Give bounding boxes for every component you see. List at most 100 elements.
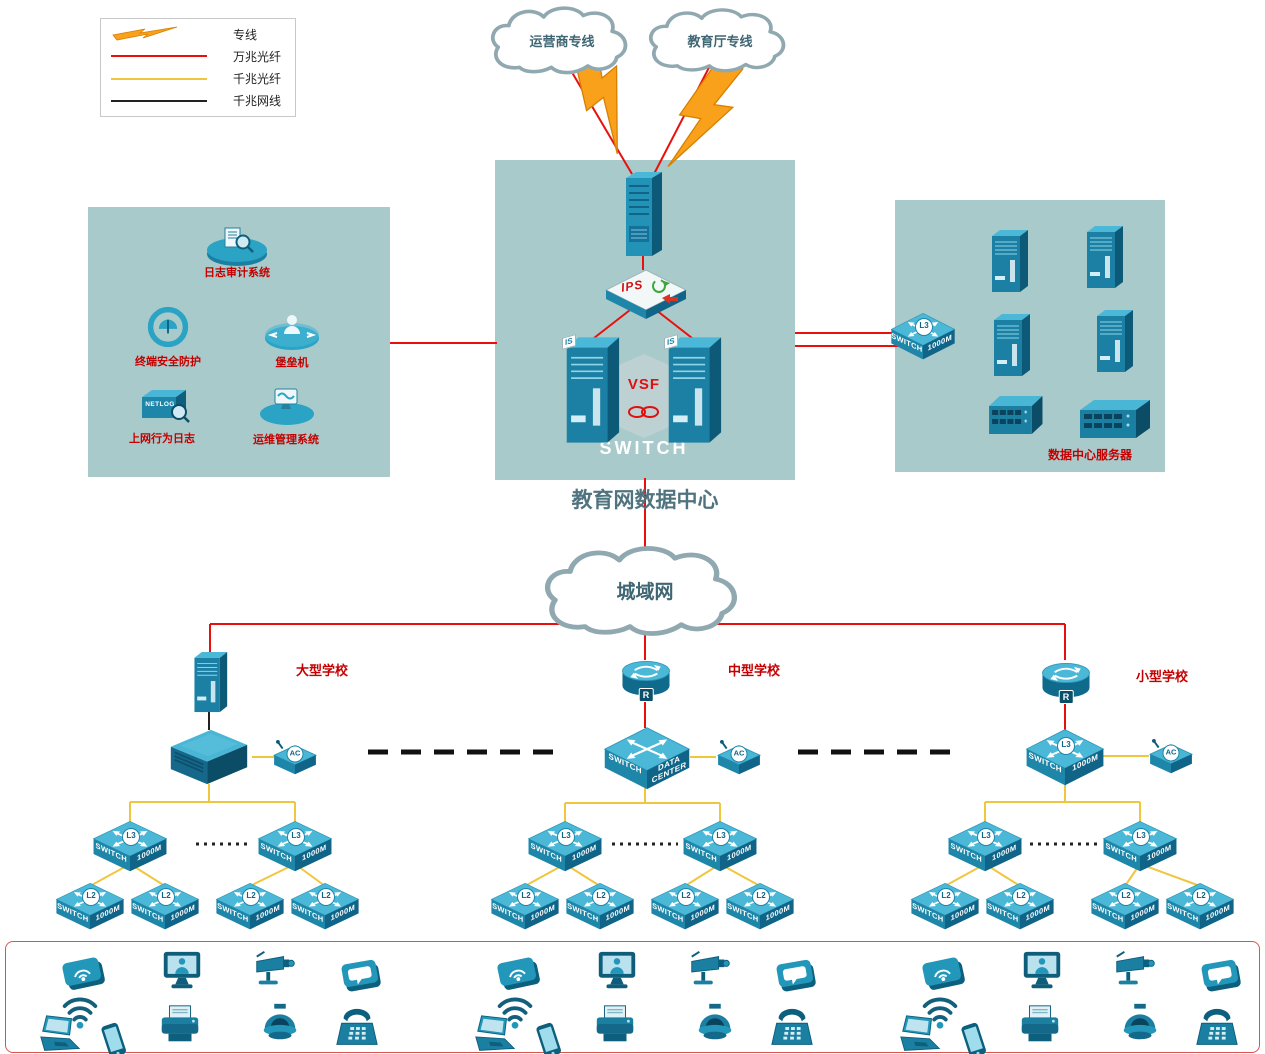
legend-label: 专线: [233, 27, 258, 42]
legend-label: 千兆网线: [233, 94, 282, 109]
l2-badge: L2: [1012, 888, 1030, 907]
l2-badge: L2: [752, 888, 770, 907]
firewall-device[interactable]: [618, 170, 666, 258]
router-badge: R: [638, 688, 654, 702]
log-audit-icon[interactable]: [205, 222, 269, 268]
core-server-left[interactable]: [558, 334, 622, 446]
school-core-switch[interactable]: L3 SWITCH 1000M: [1025, 728, 1105, 786]
legend-label: 千兆光纤: [233, 72, 282, 87]
school-server[interactable]: [189, 650, 229, 714]
laptop-icon[interactable]: [471, 1012, 519, 1054]
datacenter-server[interactable]: [1081, 224, 1125, 290]
wireless-controller[interactable]: AC: [716, 740, 762, 778]
telephone-icon[interactable]: [1193, 1006, 1241, 1052]
school-core-switch[interactable]: SWITCH DATA CENTER: [603, 726, 691, 790]
dome-camera-icon[interactable]: [1116, 1000, 1164, 1046]
carrier-cloud[interactable]: 运营商专线: [486, 4, 638, 76]
desktop-monitor-icon[interactable]: [593, 948, 641, 994]
l2-badge: L2: [1192, 888, 1210, 907]
carrier-cloud-label: 运营商专线: [529, 33, 595, 49]
smartphone-icon[interactable]: [525, 1018, 573, 1054]
legend-label: 万兆光纤: [233, 49, 282, 64]
laptop-icon[interactable]: [896, 1012, 944, 1054]
telephone-icon[interactable]: [333, 1006, 381, 1052]
cctv-camera-icon[interactable]: [1110, 948, 1158, 994]
red-line-sample: [111, 55, 211, 58]
dome-camera-icon[interactable]: [691, 1000, 739, 1046]
ops-management-icon[interactable]: [258, 384, 316, 426]
ips-device[interactable]: IPS: [604, 268, 688, 320]
l3-badge: L3: [712, 827, 730, 846]
core-server-right[interactable]: [660, 334, 724, 446]
endpoint-security-icon[interactable]: [146, 305, 190, 349]
bastion-host-label: 堡垒机: [275, 357, 309, 369]
l2-badge: L2: [1117, 888, 1135, 907]
ac-badge: AC: [1162, 744, 1180, 762]
wireless-controller[interactable]: AC: [272, 740, 318, 778]
l2-badge: L2: [157, 888, 175, 907]
printer-icon[interactable]: [156, 1002, 204, 1048]
l2-badge: L2: [937, 888, 955, 907]
school-core-chassis[interactable]: [167, 728, 251, 786]
log-audit-label: 日志审计系统: [204, 267, 270, 279]
lightning-icon: [111, 25, 211, 43]
ac-badge: AC: [286, 745, 304, 763]
bastion-host-icon[interactable]: [262, 308, 322, 352]
datacenter-server[interactable]: [986, 228, 1030, 294]
l2-badge: L2: [82, 888, 100, 907]
vsf-label: VSF: [627, 376, 661, 393]
chat-device-icon[interactable]: [773, 952, 821, 998]
rack-device[interactable]: [1076, 396, 1152, 440]
printer-icon[interactable]: [1016, 1002, 1064, 1048]
netlog-icon[interactable]: NETLOG: [134, 385, 190, 425]
legend-row: 千兆网线: [111, 91, 285, 111]
desktop-monitor-icon[interactable]: [1018, 948, 1066, 994]
telephone-icon[interactable]: [768, 1006, 816, 1052]
endpoint-security-label: 终端安全防护: [135, 356, 201, 368]
datacenter-server[interactable]: [988, 312, 1032, 378]
dome-camera-icon[interactable]: [256, 1000, 304, 1046]
chat-device-icon[interactable]: [338, 952, 386, 998]
yellow-line-sample: [111, 77, 211, 80]
man-cloud-label: 城域网: [616, 582, 674, 603]
laptop-icon[interactable]: [36, 1012, 84, 1054]
router-badge: R: [1058, 690, 1074, 704]
man-cloud[interactable]: 城域网: [538, 543, 752, 638]
school-router[interactable]: R: [619, 656, 673, 702]
cctv-camera-icon[interactable]: [250, 948, 298, 994]
school-label-large: 大型学校: [295, 663, 348, 678]
smartphone-icon[interactable]: [950, 1018, 998, 1054]
cctv-camera-icon[interactable]: [685, 948, 733, 994]
datacenter-server[interactable]: [1091, 308, 1135, 374]
printer-icon[interactable]: [591, 1002, 639, 1048]
rack-device[interactable]: [986, 392, 1044, 436]
l2-badge: L2: [317, 888, 335, 907]
wireless-controller[interactable]: AC: [1148, 739, 1194, 777]
school-router[interactable]: R: [1039, 658, 1093, 704]
desktop-monitor-icon[interactable]: [158, 948, 206, 994]
school-label-medium: 中型学校: [727, 663, 780, 678]
chat-device-icon[interactable]: [1198, 952, 1246, 998]
education-cloud[interactable]: 教育厅专线: [644, 6, 796, 74]
smartphone-icon[interactable]: [90, 1018, 138, 1054]
l3-badge: L3: [915, 318, 933, 337]
